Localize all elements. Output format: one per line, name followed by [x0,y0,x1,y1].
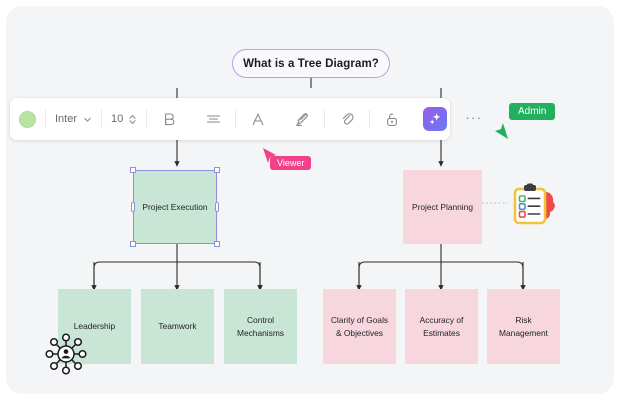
chevron-down-icon [84,117,91,122]
toolbar-color-group[interactable] [10,98,45,140]
toolbar-divider [146,110,148,128]
node-clarity-of-goals-label: Clarity of Goals & Objectives [330,315,389,338]
network-hub-icon [45,333,87,375]
node-teamwork-label: Teamwork [158,321,197,332]
link-icon[interactable] [334,106,360,132]
root-node[interactable]: What is a Tree Diagram? [232,49,390,78]
network-hub-sticker[interactable] [44,332,88,381]
ai-sparkle-icon[interactable] [423,107,448,131]
node-accuracy-of-estimates[interactable]: Accuracy of Estimates [405,289,478,364]
font-size-value: 10 [111,113,124,125]
node-project-execution[interactable]: Project Execution [133,170,217,244]
font-family-select[interactable]: Inter [46,98,101,140]
node-leadership-label: Leadership [73,321,116,332]
node-teamwork[interactable]: Teamwork [141,289,214,364]
highlighter-button[interactable] [280,98,324,140]
node-risk-management[interactable]: Risk Management [487,289,560,364]
clipboard-checklist-icon [513,183,555,225]
toolbar-divider [45,110,46,128]
text-color-button[interactable] [236,98,280,140]
align-button[interactable] [191,98,235,140]
node-control-mechanisms-label: Control Mechanisms [236,315,284,338]
align-icon[interactable] [200,106,226,132]
toolbar-divider [235,110,237,128]
node-risk-management-label: Risk Management [499,315,548,338]
bold-button[interactable] [147,98,191,140]
lock-icon[interactable] [379,106,405,132]
admin-cursor-label: Admin [518,106,547,117]
lock-button[interactable] [370,98,414,140]
text-color-icon[interactable] [245,106,271,132]
node-accuracy-of-estimates-label: Accuracy of Estimates [419,315,464,338]
font-size-stepper[interactable]: 10 [102,98,146,140]
color-swatch-icon[interactable] [19,110,36,128]
highlighter-icon[interactable] [289,106,315,132]
more-options-button[interactable]: ··· [456,98,491,140]
toolbar-divider [101,110,103,128]
node-project-planning[interactable]: Project Planning [403,170,482,244]
ai-assist-button[interactable] [414,98,456,140]
node-project-planning-label: Project Planning [412,201,473,212]
viewer-cursor-pointer [263,148,276,163]
viewer-cursor-label: Viewer [277,158,305,168]
root-node-label: What is a Tree Diagram? [243,57,379,70]
node-control-mechanisms[interactable]: Control Mechanisms [224,289,297,364]
stepper-icon[interactable] [128,113,137,126]
toolbar-divider [369,110,371,128]
node-clarity-of-goals[interactable]: Clarity of Goals & Objectives [323,289,396,364]
link-button[interactable] [325,98,369,140]
toolbar-divider [324,110,326,128]
clipboard-checklist-sticker[interactable] [509,182,559,233]
bold-icon[interactable] [156,106,182,132]
viewer-cursor-badge: Viewer [270,156,312,170]
more-options-label: ··· [465,108,483,125]
admin-cursor-pointer [495,123,508,139]
formatting-toolbar[interactable]: Inter 10 [10,98,481,140]
admin-cursor-badge: Admin [509,103,556,120]
font-family-value: Inter [55,113,78,125]
node-project-execution-label: Project Execution [142,201,208,212]
